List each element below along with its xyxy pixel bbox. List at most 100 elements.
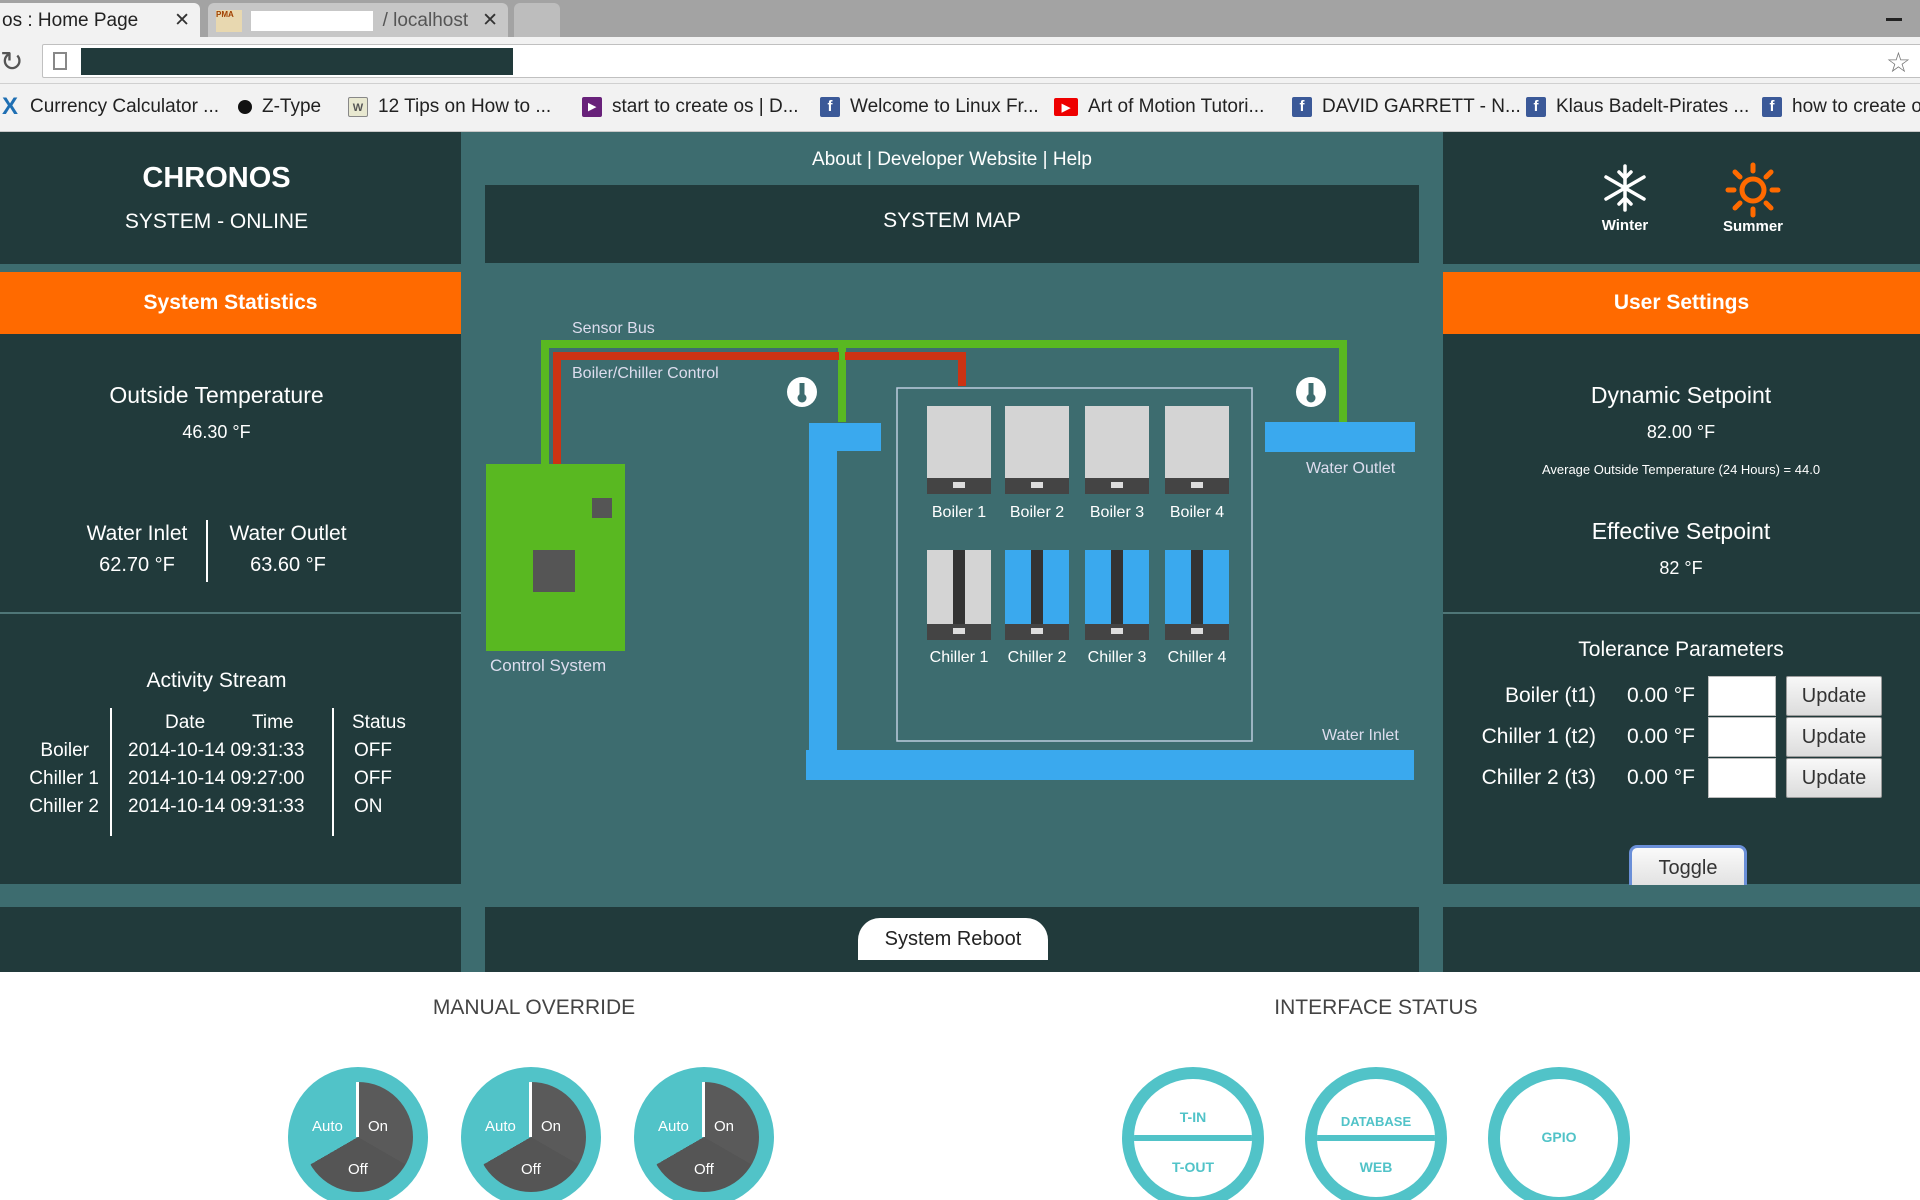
divider [0,612,461,614]
url-redacted [81,48,513,75]
control-line [553,352,966,464]
toggle-button[interactable]: Toggle [1629,845,1747,885]
app-title: CHRONOS [142,162,291,194]
manual-override-title: MANUAL OVERRIDE [432,996,636,1019]
sensor-bus-line [541,340,1347,464]
outside-temp-value: 46.30 °F [182,422,251,442]
bookmark-star-icon[interactable]: ☆ [1885,47,1911,78]
t-out-label: T-OUT [1172,1159,1214,1175]
setpoint-panel: Dynamic Setpoint 82.00 °F Average Outsid… [1443,334,1920,612]
switch-on-label: On [541,1118,562,1135]
tolerance-input[interactable] [1708,758,1776,798]
facebook-icon: f [1292,97,1312,117]
mode-panel: Winter Summer [1443,132,1920,264]
close-icon[interactable]: ✕ [482,10,498,31]
facebook-icon: f [1762,97,1782,117]
user-settings-header: User Settings [1443,272,1920,334]
boiler-unit[interactable] [1085,406,1149,494]
boiler-unit[interactable] [1005,406,1069,494]
switch-off-label: Off [348,1161,368,1178]
switch-off-label: Off [521,1161,541,1178]
snowflake-icon[interactable] [1599,162,1651,214]
chiller-label: Chiller 3 [1087,649,1147,666]
chiller-unit[interactable] [927,550,991,640]
boiler-label: Boiler 2 [1009,504,1065,521]
interface-status-database-web: DATABASE WEB [1305,1067,1447,1200]
thermometer-icon [1296,377,1326,407]
control-system-label: Control System [490,656,607,675]
interface-status-title: INTERFACE STATUS [1274,996,1478,1019]
update-button[interactable]: Update [1786,758,1882,798]
bookmark-item[interactable]: Z-Type [238,96,321,118]
bookmark-item[interactable]: ▶Art of Motion Tutori... [1054,96,1264,118]
facebook-icon: f [1526,97,1546,117]
new-tab-button[interactable] [514,3,560,37]
tolerance-input[interactable] [1708,676,1776,716]
tab-localhost[interactable]: PMA / localhost ✕ [208,3,508,37]
sensor-bus-label: Sensor Bus [572,320,655,337]
tab-title: / localhost [382,10,469,32]
tab-title: os : Home Page [2,10,139,31]
chiller-unit[interactable] [1085,550,1149,640]
system-reboot-button[interactable]: System Reboot [858,918,1048,960]
average-temp-text: Average Outside Temperature (24 Hours) =… [1541,462,1821,477]
system-map-title: SYSTEM MAP [485,185,1419,263]
boiler-unit[interactable] [1165,406,1229,494]
water-outlet-label: Water Outlet [229,522,347,545]
tab-home[interactable]: os : Home Page ✕ [0,3,200,37]
x-icon: X [1,93,18,120]
water-inlet-label: Water Inlet [1322,727,1399,744]
footer-area [0,972,1920,1200]
facebook-icon: f [820,97,840,117]
chiller-unit[interactable] [1005,550,1069,640]
top-links[interactable]: About | Developer Website | Help [812,149,1092,170]
tolerance-row: Chiller 2 (t3) 0.00 °F Update [1443,758,1920,798]
bookmark-item[interactable]: ▸start to create os | D... [582,96,799,118]
close-icon[interactable]: ✕ [174,10,190,31]
tolerance-row: Chiller 1 (t2) 0.00 °F Update [1443,717,1920,757]
stats-panel: Outside Temperature 46.30 °F Water Inlet… [0,334,461,612]
equipment-box [896,387,1253,742]
outside-temp-label: Outside Temperature [109,382,324,408]
reload-icon[interactable]: ↻ [0,46,24,77]
interface-status-t-in-t-out: T-IN T-OUT [1122,1067,1264,1200]
chiller-label: Chiller 4 [1167,649,1227,666]
dot-icon [238,100,252,114]
divider [110,708,112,836]
sun-icon[interactable] [1725,162,1781,218]
water-outlet-value: 63.60 °F [250,554,326,576]
thermometer-icon [787,377,817,407]
boiler-label: Boiler 4 [1169,504,1225,521]
dynamic-setpoint-value: 82.00 °F [1646,422,1716,442]
divider [332,708,334,836]
bottom-bar-left [0,907,461,972]
navigation-bar: ↻ ☆ [0,37,1920,84]
boiler-unit[interactable] [927,406,991,494]
update-button[interactable]: Update [1786,676,1882,716]
address-bar[interactable]: ☆ [42,44,1920,78]
system-map-diagram [486,340,1415,780]
left-header: CHRONOS SYSTEM - ONLINE [0,132,461,264]
minimize-icon[interactable] [1886,18,1902,21]
web-label: WEB [1359,1159,1393,1175]
update-button[interactable]: Update [1786,717,1882,757]
boiler-label: Boiler 3 [1089,504,1145,521]
table-row: Chiller 2 2014-10-14 09:31:33 ON [29,796,383,817]
summer-label: Summer [1722,218,1784,235]
chiller-unit[interactable] [1165,550,1229,640]
page-icon [53,52,67,70]
tolerance-input[interactable] [1708,717,1776,757]
youtube-icon: ▶ [1054,98,1078,116]
switch-auto-label: Auto [312,1118,343,1135]
water-inlet-label: Water Inlet [86,522,188,545]
